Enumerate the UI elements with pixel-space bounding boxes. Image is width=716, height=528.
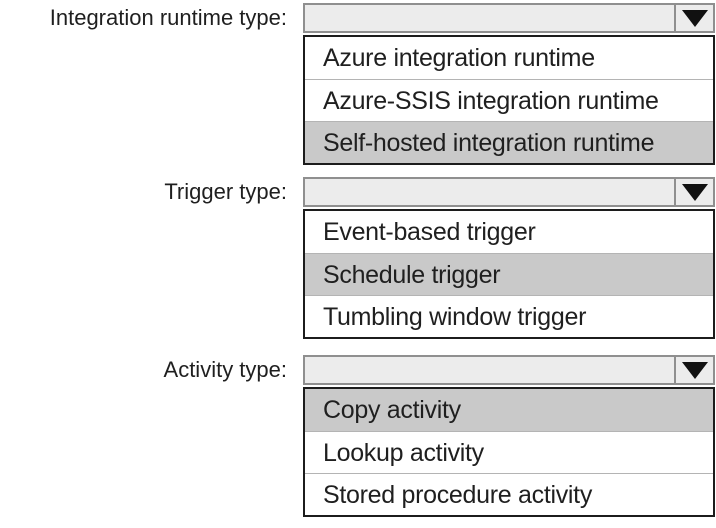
dropdown-options-list: Copy activity Lookup activity Stored pro… bbox=[303, 387, 715, 517]
dropdown-arrow-button[interactable] bbox=[674, 179, 713, 205]
dropdown-label-activity: Activity type: bbox=[163, 357, 287, 382]
dropdown-option[interactable]: Copy activity bbox=[305, 389, 713, 431]
dropdown-arrow-button[interactable] bbox=[674, 5, 713, 31]
dropdown-options-list: Azure integration runtime Azure-SSIS int… bbox=[303, 35, 715, 165]
dropdown-option[interactable]: Lookup activity bbox=[305, 431, 713, 473]
dropdown-option[interactable]: Tumbling window trigger bbox=[305, 295, 713, 337]
dropdown-label-trigger: Trigger type: bbox=[164, 179, 287, 204]
dropdown-arrow-button[interactable] bbox=[674, 357, 713, 383]
dropdown-selected-value bbox=[305, 5, 672, 31]
dropdown-options-list: Event-based trigger Schedule trigger Tum… bbox=[303, 209, 715, 339]
chevron-down-icon bbox=[681, 9, 708, 27]
dropdown-selected-value bbox=[305, 357, 672, 383]
dropdown-option[interactable]: Schedule trigger bbox=[305, 253, 713, 295]
dropdown-selected-value bbox=[305, 179, 672, 205]
dropdown-select-trigger[interactable] bbox=[303, 177, 715, 207]
dropdown-label-integration-runtime: Integration runtime type: bbox=[49, 5, 287, 30]
dropdown-option[interactable]: Self-hosted integration runtime bbox=[305, 121, 713, 163]
dropdown-option[interactable]: Azure integration runtime bbox=[323, 44, 595, 72]
dropdown-option[interactable]: Event-based trigger bbox=[323, 218, 536, 246]
dropdown-option[interactable]: Azure-SSIS integration runtime bbox=[305, 79, 713, 121]
chevron-down-icon bbox=[681, 183, 708, 201]
dropdown-select-integration-runtime[interactable] bbox=[303, 3, 715, 33]
chevron-down-icon bbox=[681, 361, 708, 379]
dropdown-select-activity[interactable] bbox=[303, 355, 715, 385]
dropdown-option[interactable]: Stored procedure activity bbox=[305, 473, 713, 515]
